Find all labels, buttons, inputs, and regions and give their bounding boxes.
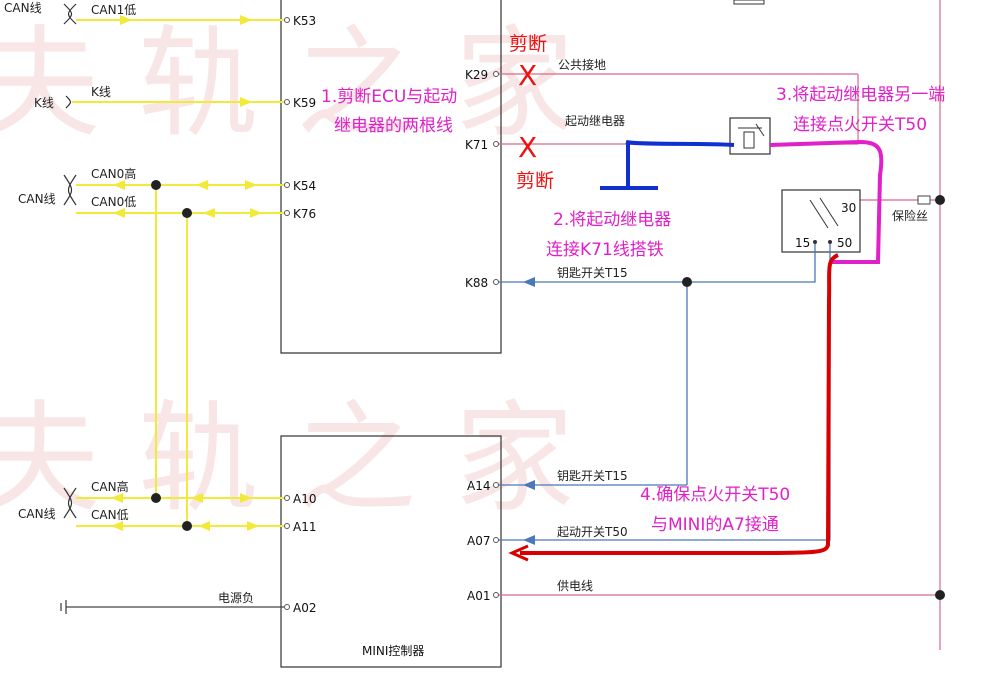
ecu-pin-k29: K29 <box>465 68 488 82</box>
junction-dot <box>682 277 692 287</box>
twisted-pair-icons <box>63 3 77 519</box>
watermark-top: 夫 轨 之 家 <box>0 15 574 154</box>
ecu-pin-k88: K88 <box>465 276 488 290</box>
junction-dot <box>935 590 945 600</box>
ecu-pin-k76: K76 <box>293 207 316 221</box>
mini-pin-a10: A10 <box>293 492 316 506</box>
step2-line2: 连接K71线搭铁 <box>546 240 664 260</box>
start-relay-icon <box>729 117 771 155</box>
cut-mark-k71: X <box>518 131 537 164</box>
switch-t50: 50 <box>837 236 852 250</box>
step1-line1: 1.剪断ECU与起动 <box>321 87 457 107</box>
ecu-pin-k53: K53 <box>293 14 316 28</box>
can-junction-dots <box>151 180 192 531</box>
control-arrows <box>523 277 535 545</box>
cut-mark-k29: X <box>518 59 537 92</box>
label-supply: 供电线 <box>557 579 593 593</box>
ignition-switch-icon <box>781 189 861 253</box>
step2-line1: 2.将起动继电器 <box>553 210 671 230</box>
watermark-bottom: 夫 轨 之 家 <box>0 390 574 529</box>
label-start-relay: 起动继电器 <box>565 114 625 128</box>
label-can0-low: CAN0低 <box>91 195 136 209</box>
mini-pin-a11: A11 <box>293 520 316 534</box>
junction-dot <box>935 195 945 205</box>
cut-label-2: 剪断 <box>516 170 554 192</box>
mini-pin-a01: A01 <box>467 589 490 603</box>
label-can1-low: CAN1低 <box>91 3 136 17</box>
switch-t30: 30 <box>841 201 856 215</box>
label-fuse: 保险丝 <box>892 208 928 223</box>
top-component <box>733 0 765 5</box>
mini-pin-a14: A14 <box>467 479 490 493</box>
label-can-low: CAN低 <box>91 508 129 522</box>
label-start-t50: 起动开关T50 <box>557 525 628 539</box>
label-power-negative: 电源负 <box>218 591 254 605</box>
step3-line2: 连接点火开关T50 <box>793 115 927 135</box>
step1-line2: 继电器的两根线 <box>334 116 453 136</box>
mini-pin-a07: A07 <box>467 534 490 548</box>
mini-controller-block: A10 A11 A02 A14 A07 A01 MINI控制器 <box>280 435 502 668</box>
mini-title: MINI控制器 <box>362 644 424 658</box>
switch-t15: 15 <box>795 236 810 250</box>
label-can0: CAN线 <box>18 192 56 206</box>
fuse-icon <box>917 195 931 205</box>
ecu-pin-k71: K71 <box>465 138 488 152</box>
arrow-icon <box>508 544 529 562</box>
step3-line1: 3.将起动继电器另一端 <box>776 85 945 105</box>
a07-mod-wire <box>520 253 839 555</box>
ecu-block: K53 K59 K54 K76 K29 K71 K88 <box>280 0 502 354</box>
step4-line1: 4.确保点火开关T50 <box>640 485 790 505</box>
label-key-t15-top: 钥匙开关T15 <box>557 266 628 280</box>
label-can-mini: CAN线 <box>18 507 56 521</box>
cut-label-1: 剪断 <box>509 33 547 55</box>
power-negative-wire <box>60 600 284 614</box>
ecu-pin-k59: K59 <box>293 96 316 110</box>
can-arrows <box>111 15 262 531</box>
t50-mod-wire <box>769 139 884 264</box>
label-can-high: CAN高 <box>91 479 129 494</box>
label-k-wire: K线 <box>91 85 111 99</box>
label-key-t15-bottom: 钥匙开关T15 <box>557 469 628 483</box>
mini-pin-a02: A02 <box>293 601 316 615</box>
label-can1: CAN线 <box>4 1 42 15</box>
ecu-pin-k54: K54 <box>293 179 316 193</box>
label-can0-high: CAN0高 <box>91 166 136 181</box>
ground-mod-wire <box>600 140 735 190</box>
step4-line2: 与MINI的A7接通 <box>651 515 779 535</box>
label-common-ground: 公共接地 <box>558 57 606 72</box>
label-k-wire-left: K线 <box>34 96 54 110</box>
